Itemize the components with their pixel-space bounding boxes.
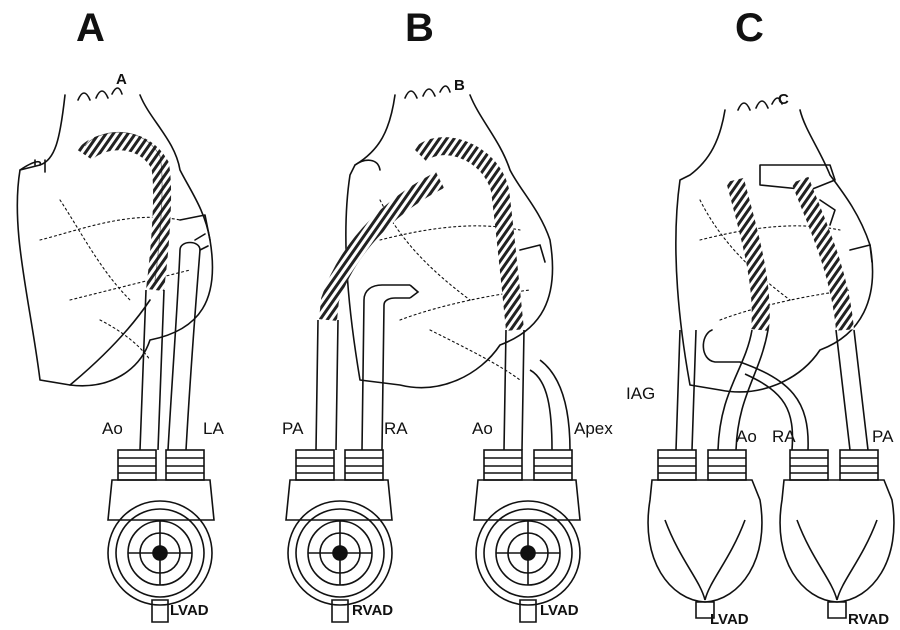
label-apex-b: Apex: [574, 420, 613, 437]
graft-pa-b: [328, 180, 440, 320]
label-lvad-b: LVAD: [540, 603, 579, 618]
panel-label-b: B: [405, 8, 434, 48]
cannulas-c: [648, 330, 894, 618]
label-rvad-c: RVAD: [848, 612, 889, 627]
panel-label-c: C: [735, 8, 764, 48]
label-ra-b: RA: [384, 420, 408, 437]
cannulas-b: [286, 285, 580, 622]
heart-outline-c: [676, 110, 873, 392]
label-pa-b: PA: [282, 420, 303, 437]
label-lvad-a: LVAD: [170, 603, 209, 618]
panel-b-sublabel: B: [454, 78, 465, 93]
panel-c-drawing: [676, 98, 873, 392]
label-ao-c: Ao: [736, 428, 757, 445]
label-rvad-b: RVAD: [352, 603, 393, 618]
graft-ao-c: [735, 180, 761, 330]
graft-ao-a: [85, 141, 162, 290]
panel-c-sublabel: C: [778, 92, 789, 107]
label-lvad-c: LVAD: [710, 612, 749, 627]
label-pa-c: PA: [872, 428, 893, 445]
cannulas-a: [108, 243, 214, 623]
label-ao-a: Ao: [102, 420, 123, 437]
panel-label-a: A: [76, 8, 105, 48]
label-ao-b: Ao: [472, 420, 493, 437]
label-la-a: LA: [203, 420, 224, 437]
label-iag-c: IAG: [626, 385, 655, 402]
label-ra-c: RA: [772, 428, 796, 445]
panel-a-sublabel: A: [116, 72, 127, 87]
